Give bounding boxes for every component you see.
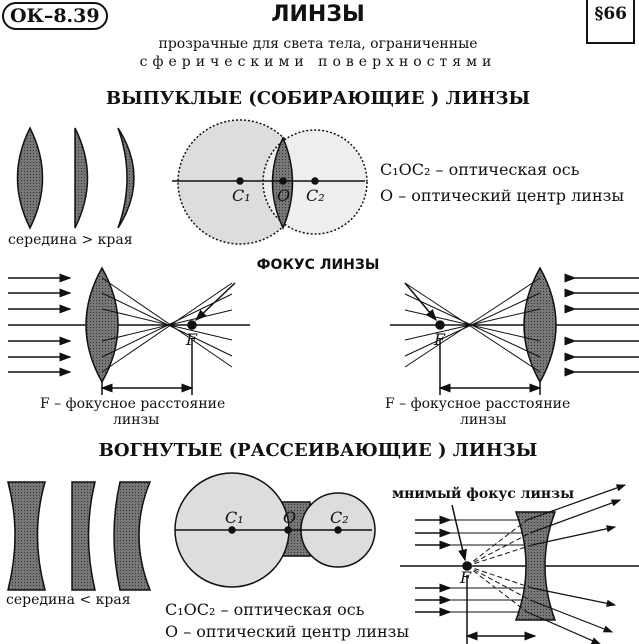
convex-center-text: O – оптический центр линзы bbox=[380, 186, 625, 205]
concave-axis-text: C₁OC₂ – оптическая ось bbox=[165, 600, 365, 619]
definition-line-1: прозрачные для света тела, ограниченные bbox=[158, 36, 478, 52]
biconvex-lens-shape bbox=[16, 126, 44, 230]
focus-label-left: F bbox=[186, 330, 198, 349]
concave-lens-construction bbox=[174, 472, 376, 588]
meniscus-concave-lens-shape bbox=[113, 481, 152, 591]
convex-shape-caption: середина > края bbox=[8, 232, 133, 248]
biconcave-lens-shape bbox=[7, 481, 46, 591]
focal-length-text-left-2: линзы bbox=[113, 412, 160, 428]
plano-concave-lens-shape bbox=[71, 481, 96, 591]
point-o-concave: O bbox=[283, 508, 297, 527]
focal-length-text-left: F – фокусное расстояние bbox=[40, 396, 226, 412]
paragraph-badge: §66 bbox=[586, 0, 635, 44]
convex-lens-construction bbox=[172, 119, 368, 245]
focus-label-right: F bbox=[434, 330, 446, 349]
focal-length-text-right: F – фокусное расстояние bbox=[385, 396, 571, 412]
concave-center-text: O – оптический центр линзы bbox=[165, 622, 410, 641]
focal-length-text-right-2: линзы bbox=[460, 412, 507, 428]
plano-convex-lens-shape bbox=[74, 127, 89, 229]
concave-shape-caption: середина < края bbox=[6, 592, 131, 608]
diverging-focus-diagram bbox=[400, 484, 639, 644]
point-c2-concave: C₂ bbox=[330, 508, 349, 527]
focus-heading: ФОКУС ЛИНЗЫ bbox=[256, 257, 380, 273]
card-code: ОК–8.39 bbox=[2, 2, 108, 30]
point-c1-concave: C₁ bbox=[225, 508, 244, 527]
converging-focus-left bbox=[8, 266, 250, 395]
page-title: ЛИНЗЫ bbox=[271, 2, 365, 27]
virtual-focus-label: мнимый фокус линзы bbox=[392, 486, 575, 502]
point-o: O bbox=[277, 186, 291, 205]
point-c1: C₁ bbox=[232, 186, 251, 205]
convex-axis-text: C₁OC₂ – оптическая ось bbox=[380, 160, 580, 179]
converging-focus-right bbox=[390, 266, 639, 395]
definition-line-2: сферическими поверхностями bbox=[139, 54, 497, 70]
focus-label-concave: F bbox=[460, 568, 472, 587]
point-c2: C₂ bbox=[306, 186, 325, 205]
concave-heading: ВОГНУТЫЕ (РАССЕИВАЮЩИЕ ) ЛИНЗЫ bbox=[98, 440, 538, 461]
meniscus-convex-lens-shape bbox=[117, 127, 135, 229]
convex-heading: ВЫПУКЛЫЕ (СОБИРАЮЩИЕ ) ЛИНЗЫ bbox=[105, 88, 531, 109]
